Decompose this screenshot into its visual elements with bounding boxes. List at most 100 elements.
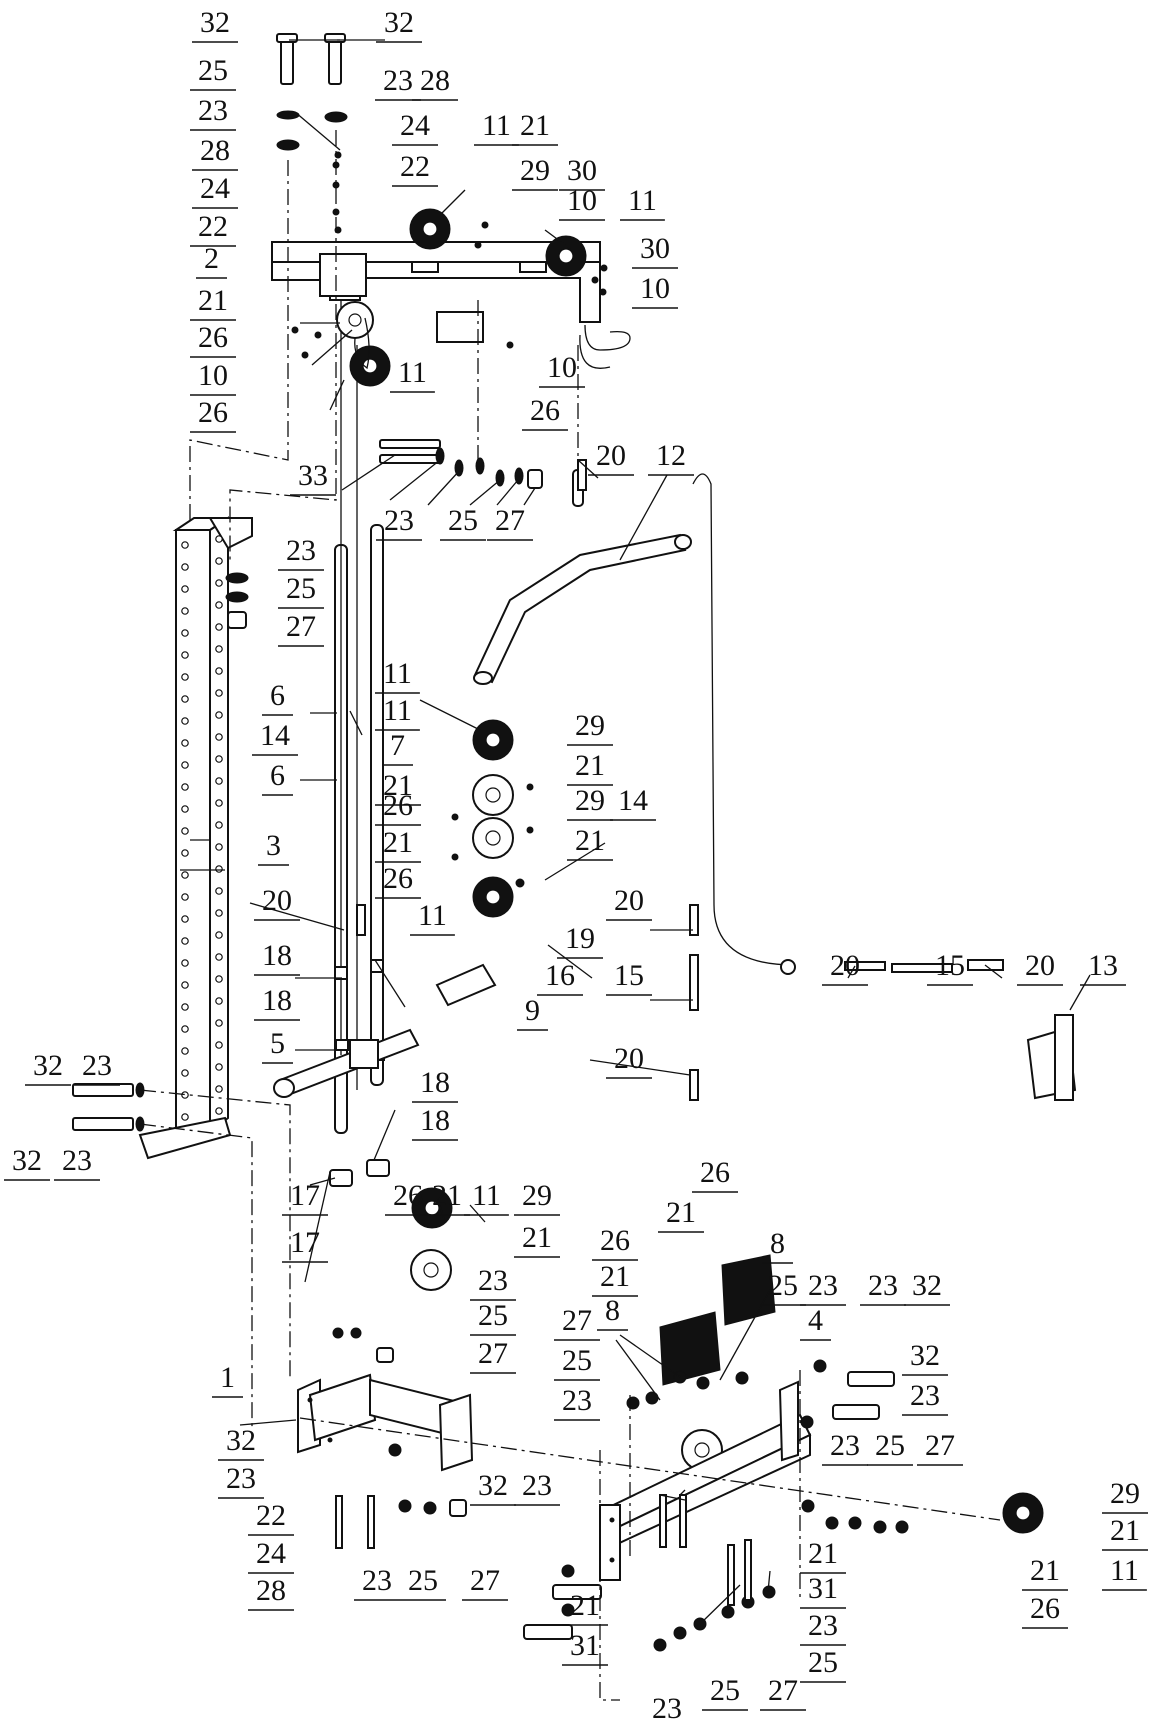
callout-32: 32	[910, 1339, 940, 1372]
callout-27: 27	[470, 1564, 500, 1597]
post-hole	[181, 739, 189, 747]
callout-1: 1	[220, 1361, 235, 1394]
post-hole	[181, 893, 189, 901]
callout-30: 30	[567, 154, 597, 187]
callout-32: 32	[226, 1424, 256, 1457]
post-hole	[215, 667, 223, 675]
callout-29: 29	[575, 709, 605, 742]
guide-rods	[334, 300, 384, 1134]
post-hole	[181, 1113, 189, 1121]
callout-22: 22	[198, 210, 228, 243]
callout-25: 25	[448, 504, 478, 537]
post-hole	[215, 865, 223, 873]
callout-19: 19	[565, 922, 595, 955]
callout-8: 8	[770, 1227, 785, 1260]
callout-23: 23	[226, 1462, 256, 1495]
hardware	[72, 221, 909, 1652]
alignment-lines	[139, 130, 1001, 1701]
post-hole	[215, 1019, 223, 1027]
callout-29: 29	[575, 784, 605, 817]
post-hole	[181, 1069, 189, 1077]
callout-8: 8	[605, 1294, 620, 1327]
callout-21: 21	[383, 769, 413, 802]
callout-26: 26	[198, 396, 228, 429]
post-hole	[181, 915, 189, 923]
callout-14: 14	[260, 719, 290, 752]
callout-18: 18	[262, 984, 292, 1017]
callout-26: 26	[700, 1156, 730, 1189]
callout-23: 23	[830, 1429, 860, 1462]
post-hole	[215, 579, 223, 587]
post-hole	[181, 585, 189, 593]
callout-11: 11	[398, 356, 427, 389]
callout-26: 26	[393, 1179, 423, 1212]
upright-post	[138, 516, 253, 1160]
callout-24: 24	[256, 1537, 286, 1570]
callout-12: 12	[656, 439, 686, 472]
callout-28: 28	[420, 64, 450, 97]
callout-18: 18	[420, 1104, 450, 1137]
callout-31: 31	[808, 1572, 838, 1605]
callout-21: 21	[432, 1179, 462, 1212]
callout-17: 17	[290, 1226, 320, 1259]
callout-9: 9	[525, 994, 540, 1027]
callout-20: 20	[614, 884, 644, 917]
callout-21: 21	[666, 1196, 696, 1229]
callout-31: 31	[570, 1629, 600, 1662]
post-hole	[215, 821, 223, 829]
callout-11: 11	[418, 899, 447, 932]
post-hole	[215, 711, 223, 719]
callout-10: 10	[547, 351, 577, 384]
callout-11: 11	[383, 657, 412, 690]
callout-23: 23	[286, 534, 316, 567]
callout-26: 26	[1030, 1592, 1060, 1625]
post-hole	[181, 849, 189, 857]
weight-carriage	[273, 959, 497, 1098]
callout-21: 21	[570, 1589, 600, 1622]
callout-23: 23	[522, 1469, 552, 1502]
callout-25: 25	[478, 1299, 508, 1332]
callout-23: 23	[868, 1269, 898, 1302]
callout-20: 20	[614, 1042, 644, 1075]
callout-20: 20	[596, 439, 626, 472]
callout-labels: 32 32 25 23 28 23 24 11 21 28 22 29 30 2…	[4, 6, 1148, 1724]
post-hole	[215, 645, 223, 653]
post-hole	[215, 1063, 223, 1071]
callout-16: 16	[545, 959, 575, 992]
post-hole	[215, 535, 223, 543]
callout-6: 6	[270, 759, 285, 792]
callout-22: 22	[400, 150, 430, 183]
post-hole	[181, 717, 189, 725]
callout-22: 22	[256, 1499, 286, 1532]
post-hole	[215, 623, 223, 631]
callout-27: 27	[768, 1674, 798, 1707]
post-hole	[215, 997, 223, 1005]
post-hole	[181, 1025, 189, 1033]
post-hole	[181, 871, 189, 879]
post-hole	[215, 887, 223, 895]
callout-32: 32	[384, 6, 414, 39]
callout-20: 20	[1025, 949, 1055, 982]
callout-11: 11	[628, 184, 657, 217]
callout-21: 21	[198, 284, 228, 317]
post-hole	[181, 805, 189, 813]
callout-11: 11	[383, 694, 412, 727]
callout-24: 24	[200, 172, 230, 205]
callout-13: 13	[1088, 949, 1118, 982]
callout-23: 23	[62, 1144, 92, 1177]
callout-25: 25	[768, 1269, 798, 1302]
post-hole	[181, 959, 189, 967]
pulleys	[336, 208, 1044, 1534]
callout-29: 29	[1110, 1477, 1140, 1510]
callout-11: 11	[472, 1179, 501, 1212]
callout-32: 32	[33, 1049, 63, 1082]
callout-32: 32	[912, 1269, 942, 1302]
post-hole	[181, 1047, 189, 1055]
post-hole	[215, 975, 223, 983]
callout-25: 25	[808, 1646, 838, 1679]
callout-27: 27	[562, 1304, 592, 1337]
parts-drawing	[72, 33, 1077, 1701]
callout-25: 25	[286, 572, 316, 605]
callout-29: 29	[522, 1179, 552, 1212]
